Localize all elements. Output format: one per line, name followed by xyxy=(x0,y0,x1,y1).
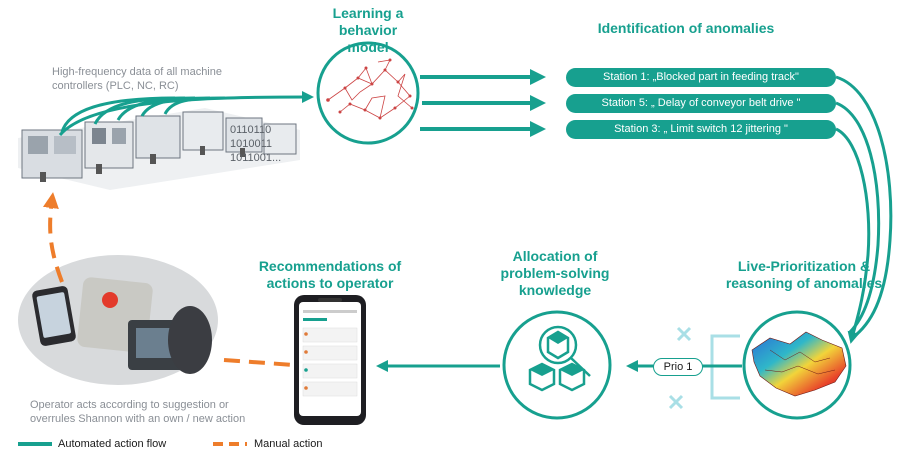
heading-learning: Learning a behavior model xyxy=(332,5,404,55)
station-to-prioritization-flows xyxy=(835,75,893,344)
manual-action-paths xyxy=(43,192,295,367)
heading-live-prioritization: Live-Prioritization & reasoning of anoma… xyxy=(725,258,883,291)
smartphone-image xyxy=(294,295,366,425)
heading-recommendations: Recommendations of actions to operator xyxy=(258,258,402,291)
model-to-station-arrows xyxy=(420,69,546,137)
operator-photo xyxy=(18,255,218,385)
allocation-circle xyxy=(502,310,612,420)
production-line-image xyxy=(18,108,300,190)
heading-allocation: Allocation of problem-solving knowledge xyxy=(500,248,610,298)
legend-manual-label: Manual action xyxy=(254,438,323,450)
station-3-anomaly: Station 3: „ Limit switch 12 jittering " xyxy=(566,120,836,139)
machine-data-lines xyxy=(58,91,314,136)
operator-caption: Operator acts according to suggestion or… xyxy=(30,399,246,425)
station-5-anomaly: Station 5: „ Delay of conveyor belt driv… xyxy=(566,94,836,113)
behavior-model-circle xyxy=(316,41,420,145)
heading-identification: Identification of anomalies xyxy=(597,20,775,36)
legend-automated-label: Automated action flow xyxy=(58,438,167,450)
prio-1-badge: Prio 1 xyxy=(653,358,703,376)
station-1-anomaly: Station 1: „Blocked part in feeding trac… xyxy=(566,68,836,87)
prioritization-circle xyxy=(742,310,852,420)
hf-data-caption: High-frequency data of all machine contr… xyxy=(52,66,222,92)
binary-data: 0110110 1010011 1011001... xyxy=(230,124,282,164)
